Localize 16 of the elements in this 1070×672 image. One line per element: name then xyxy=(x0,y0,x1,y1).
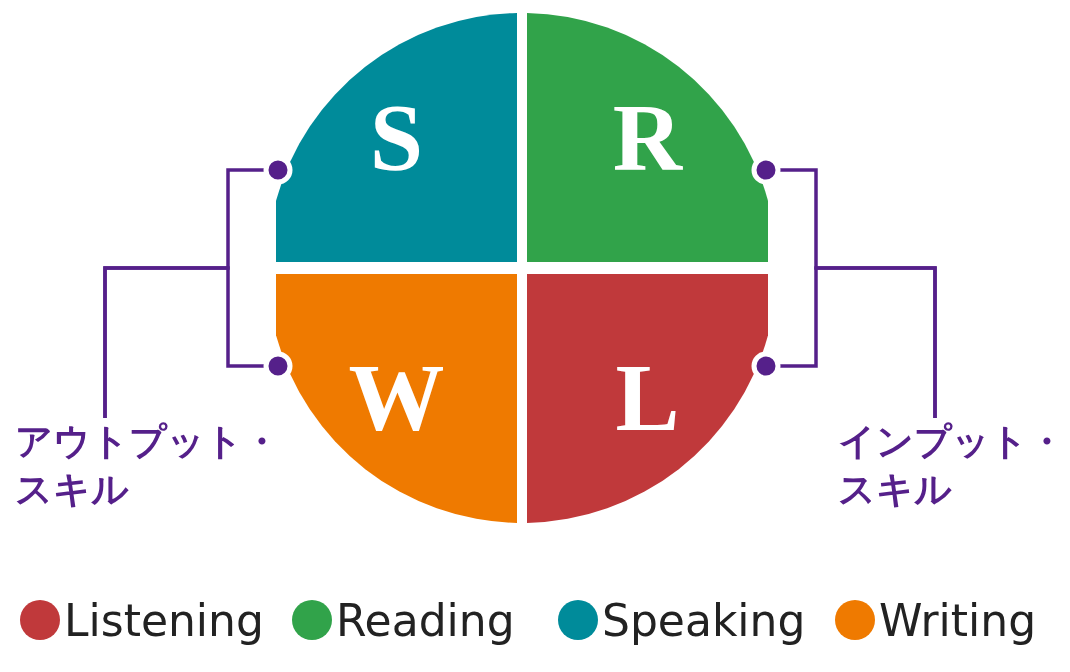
quadrant-letter: W xyxy=(347,350,446,447)
legend-text: Writing xyxy=(879,594,1037,646)
quadrant-letter: R xyxy=(611,89,684,186)
skill-label: インプット・スキル xyxy=(838,418,1068,514)
quadrant-letter: L xyxy=(614,350,681,447)
quadrant-segment xyxy=(276,274,517,523)
legend-text: Listening xyxy=(64,594,264,646)
quadrant-segment xyxy=(527,274,768,523)
skill-label: アウトプット・スキル xyxy=(15,418,305,514)
connector-line xyxy=(751,266,937,418)
legend-text: Speaking xyxy=(602,594,806,646)
quadrant-segment xyxy=(276,13,517,262)
quadrant-segment xyxy=(527,13,768,262)
quadrant-letter: S xyxy=(368,89,425,186)
legend-text: Reading xyxy=(336,594,515,646)
connector-line xyxy=(103,266,293,418)
